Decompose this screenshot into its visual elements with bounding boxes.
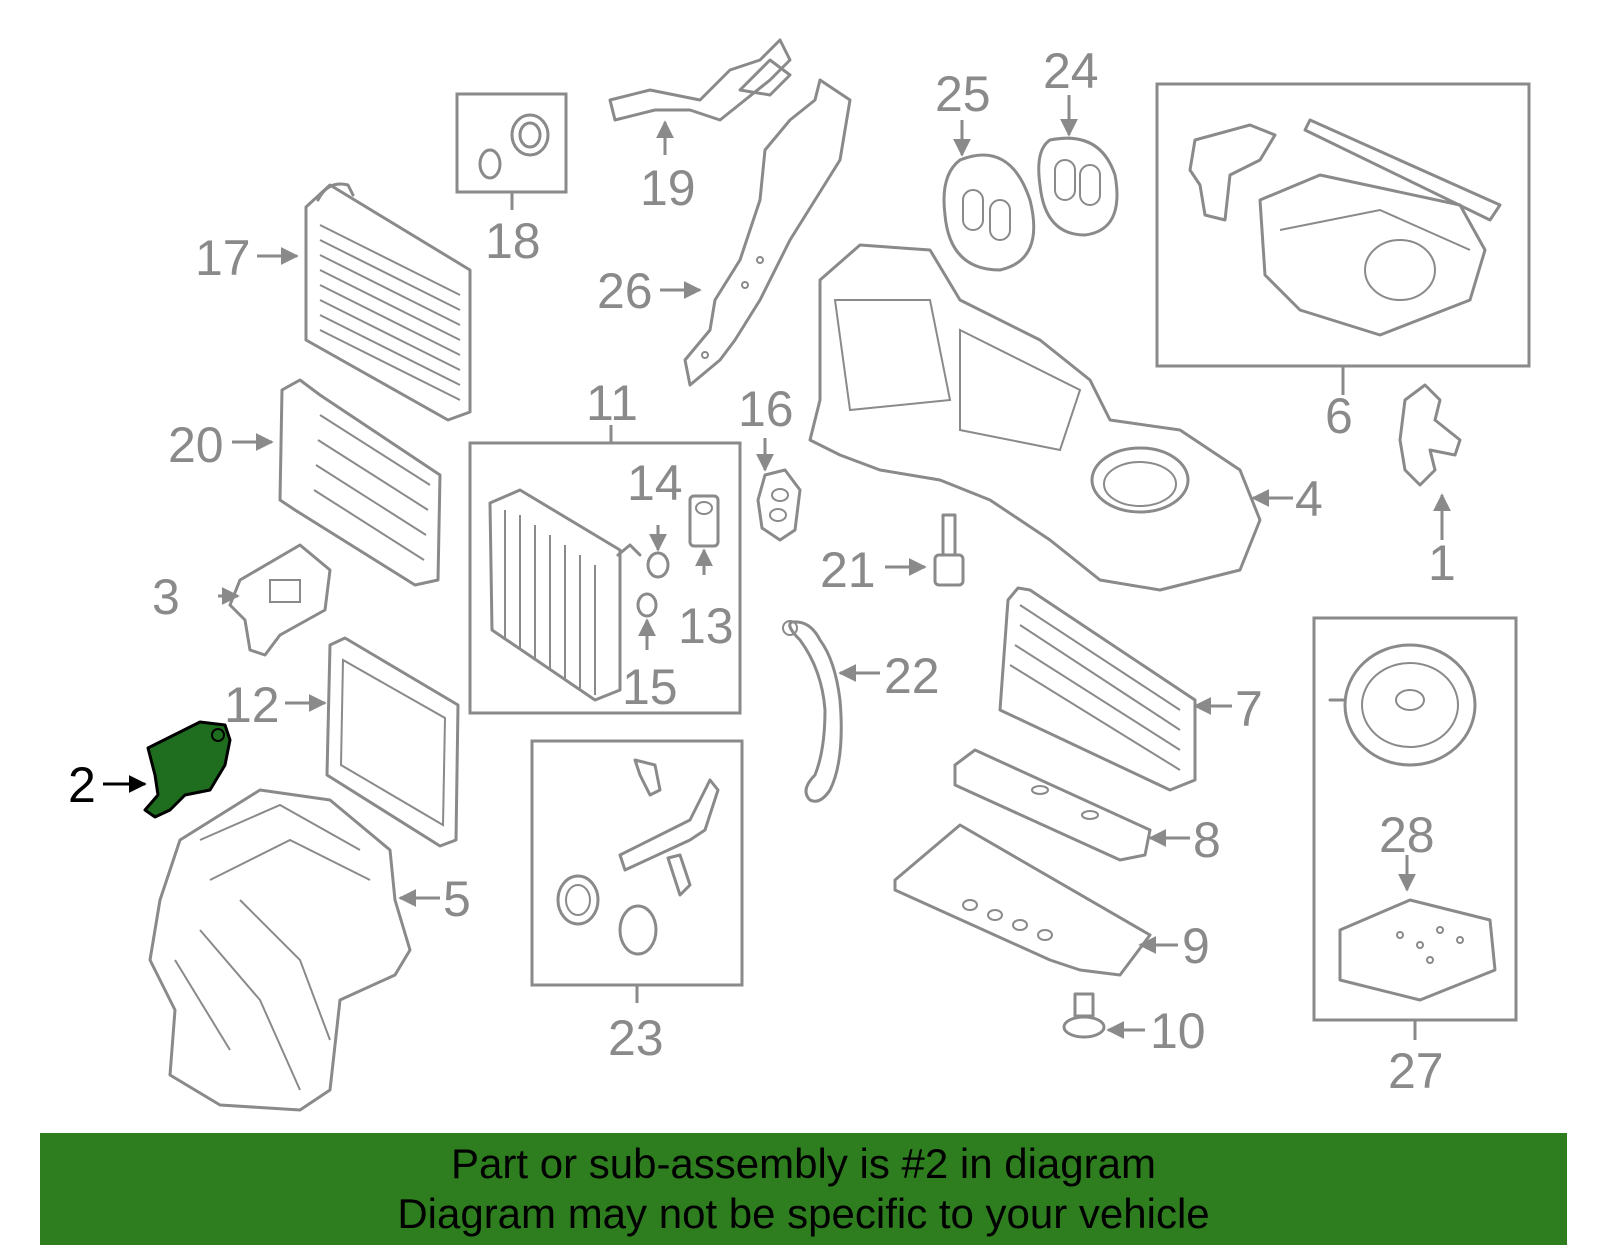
footer-banner: Part or sub-assembly is #2 in diagram Di…: [40, 1133, 1567, 1245]
part-7-cabin-filter: [998, 586, 1197, 792]
callout-20: 20: [168, 417, 224, 473]
part-3-module: [228, 543, 332, 657]
part-24-seal: [1037, 136, 1119, 237]
callout-18: 18: [485, 213, 541, 269]
footer-line-2: Diagram may not be specific to your vehi…: [397, 1190, 1210, 1237]
callout-25: 25: [935, 66, 991, 122]
callout-28: 28: [1379, 807, 1435, 863]
callout-8: 8: [1193, 812, 1221, 868]
part-5-hvac-case: [148, 788, 412, 1112]
callout-12: 12: [224, 677, 280, 733]
part-21-sensor: [933, 513, 965, 587]
part-16-grommet: [756, 468, 802, 542]
callout-1: 1: [1428, 535, 1456, 591]
callout-21: 21: [820, 542, 876, 598]
callout-24: 24: [1043, 43, 1099, 99]
part-8-bracket: [953, 748, 1152, 862]
part-1-actuator: [1398, 383, 1462, 487]
part-17-heater-core: [304, 182, 472, 422]
callout-17: 17: [195, 230, 251, 286]
callout-23: 23: [608, 1010, 664, 1066]
part-19-pipes: [608, 38, 792, 122]
part-12-filter-frame: [325, 636, 460, 848]
callout-15: 15: [622, 659, 678, 715]
part-6-blower-housing: [1188, 118, 1502, 337]
part-11-evaporator: [488, 488, 642, 702]
callout-22: 22: [884, 648, 940, 704]
part-14-oring: [646, 551, 670, 579]
part-18-seals: [478, 113, 550, 180]
box-23: [530, 739, 744, 987]
callout-9: 9: [1182, 918, 1210, 974]
part-10-clip: [1062, 992, 1106, 1039]
part-9-shield: [893, 823, 1152, 977]
box-11: [468, 441, 742, 715]
part-28-resistor: [1338, 898, 1497, 1002]
part-4-housing: [808, 243, 1262, 592]
callout-13: 13: [678, 598, 734, 654]
box-6: [1155, 82, 1531, 368]
part-20-aux-heater: [278, 378, 442, 587]
callout-7: 7: [1235, 681, 1263, 737]
callout-2: 2: [68, 757, 96, 813]
callout-6: 6: [1325, 388, 1353, 444]
part-26-bracket: [683, 78, 852, 387]
callout-5: 5: [443, 871, 471, 927]
part-2-highlighted-actuator: [143, 720, 232, 819]
part-28-blower-motor: [1328, 643, 1477, 767]
callout-11: 11: [586, 375, 638, 431]
part-13-expansion-valve: [688, 494, 720, 548]
part-23-kit: [556, 758, 720, 956]
callout-14: 14: [627, 455, 683, 511]
part-22-drain-hose: [782, 620, 843, 803]
callout-3: 3: [152, 569, 180, 625]
callout-19: 19: [640, 160, 696, 216]
part-15-oring: [636, 592, 658, 618]
box-27: [1312, 616, 1518, 1022]
callout-16: 16: [738, 381, 794, 437]
callout-27: 27: [1388, 1043, 1444, 1099]
leader-lines: [103, 95, 1451, 1040]
callout-4: 4: [1295, 471, 1323, 527]
footer-line-1: Part or sub-assembly is #2 in diagram: [451, 1140, 1156, 1187]
callout-10: 10: [1150, 1003, 1206, 1059]
box-18: [455, 92, 568, 194]
part-25-seal: [942, 153, 1036, 272]
callout-26: 26: [597, 263, 653, 319]
